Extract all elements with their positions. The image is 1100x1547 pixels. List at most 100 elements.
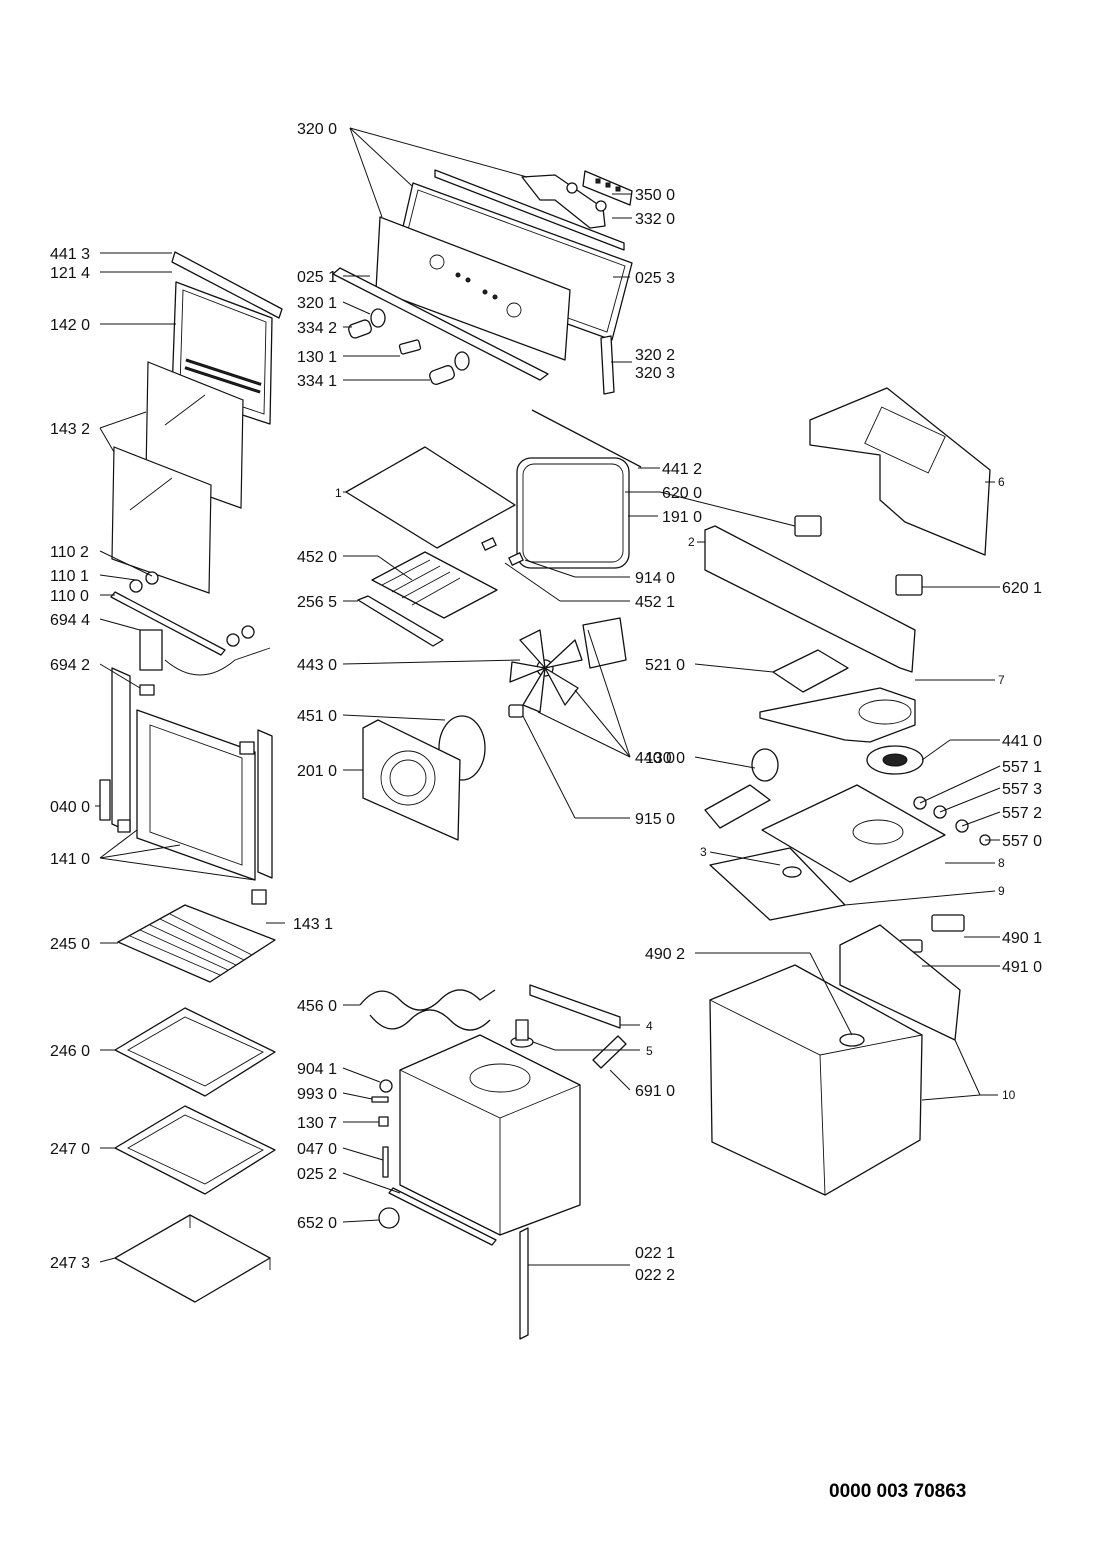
relay-board — [772, 649, 849, 693]
callout-620-0: 620 0 — [662, 485, 702, 502]
grill-element — [357, 537, 524, 647]
callout-130-1: 130 1 — [297, 349, 337, 366]
knobs — [348, 308, 470, 385]
callout-025-1: 025 1 — [297, 269, 337, 286]
callout-110-1: 110 1 — [50, 568, 89, 585]
callout-025-3: 025 3 — [635, 270, 675, 287]
callout-143-1: 143 1 — [293, 916, 333, 933]
callout-691-0: 691 0 — [635, 1083, 675, 1100]
callout-491-0: 491 0 — [1002, 959, 1042, 976]
callout-121-4: 121 4 — [50, 265, 90, 282]
front-bracket — [704, 525, 916, 673]
callout-441-3: 441 3 — [50, 246, 90, 263]
callout-7: 7 — [998, 673, 1005, 687]
panel-trim-strip — [332, 267, 549, 381]
callout-6: 6 — [998, 475, 1005, 489]
callout-452-1: 452 1 — [635, 594, 675, 611]
back-panel — [362, 715, 486, 841]
cavity-plates — [709, 784, 946, 921]
callout-8: 8 — [998, 856, 1005, 870]
callout-143-2: 143 2 — [50, 421, 90, 438]
document-number: 0000 003 70863 — [829, 1481, 967, 1502]
fan-cover — [759, 687, 924, 775]
callout-142-0: 142 0 — [50, 317, 90, 334]
callout-557-3: 557 3 — [1002, 781, 1042, 798]
callout-694-2: 694 2 — [50, 657, 90, 674]
callout-130-0: 130 0 — [645, 750, 685, 767]
callout-10: 10 — [1002, 1088, 1016, 1102]
callout-245-0: 245 0 — [50, 936, 90, 953]
lower-element — [359, 989, 496, 1031]
callout-246-0: 246 0 — [50, 1043, 90, 1060]
racks-trays — [114, 904, 276, 1303]
callout-022-2: 022 2 — [635, 1267, 675, 1284]
callout-350-0: 350 0 — [635, 187, 675, 204]
callout-247-0: 247 0 — [50, 1141, 90, 1158]
rear-electronics — [839, 914, 965, 1041]
callout-521-0: 521 0 — [645, 657, 685, 674]
thermostat-a — [794, 515, 822, 537]
callout-652-0: 652 0 — [297, 1215, 337, 1232]
callout-040-0: 040 0 — [50, 799, 90, 816]
callout-110-2: 110 2 — [50, 544, 89, 561]
door-glasses — [111, 361, 244, 594]
motor-unit — [704, 748, 779, 829]
callout-320-0: 320 0 — [297, 121, 337, 138]
control-panel-frame — [375, 169, 633, 361]
top-plate — [345, 409, 642, 569]
callout-201-0: 201 0 — [297, 763, 337, 780]
callout-557-2: 557 2 — [1002, 805, 1042, 822]
callout-022-1: 022 1 — [635, 1245, 675, 1262]
callout-110-0: 110 0 — [50, 588, 89, 605]
callout-130-7: 130 7 — [297, 1115, 337, 1132]
callout-191-0: 191 0 — [662, 509, 702, 526]
callout-1: 1 — [335, 486, 342, 500]
callout-490-1: 490 1 — [1002, 930, 1042, 947]
callout-141-0: 141 0 — [50, 851, 90, 868]
callout-247-3: 247 3 — [50, 1255, 90, 1272]
callout-labels: 320 0 350 0 332 0 441 3 121 4 025 1 025 … — [50, 121, 1042, 1284]
callout-025-2: 025 2 — [297, 1166, 337, 1183]
callout-441-0: 441 0 — [1002, 733, 1042, 750]
callout-915-0: 915 0 — [635, 811, 675, 828]
cooling-panel — [809, 387, 991, 556]
callout-2: 2 — [688, 535, 695, 549]
outer-casing — [709, 964, 923, 1196]
callout-332-0: 332 0 — [635, 211, 675, 228]
callout-320-3: 320 3 — [635, 365, 675, 382]
inner-door-frame — [99, 667, 273, 905]
callout-334-1: 334 1 — [297, 373, 337, 390]
callout-047-0: 047 0 — [297, 1141, 337, 1158]
hinge-module — [139, 629, 271, 696]
callout-3: 3 — [700, 845, 707, 859]
callout-451-0: 451 0 — [297, 708, 337, 725]
callout-694-4: 694 4 — [50, 612, 90, 629]
control-module — [521, 170, 633, 229]
part-drawings — [99, 169, 991, 1340]
callout-557-1: 557 1 — [1002, 759, 1042, 776]
thermostat-b — [895, 574, 923, 596]
callout-557-0: 557 0 — [1002, 833, 1042, 850]
callout-4: 4 — [646, 1019, 653, 1033]
callout-904-1: 904 1 — [297, 1061, 337, 1078]
callout-490-2: 490 2 — [645, 946, 685, 963]
callout-993-0: 993 0 — [297, 1086, 337, 1103]
callout-456-0: 456 0 — [297, 998, 337, 1015]
callout-914-0: 914 0 — [635, 570, 675, 587]
callout-256-5: 256 5 — [297, 594, 337, 611]
callout-443-0: 443 0 — [297, 657, 337, 674]
callout-441-2: 441 2 — [662, 461, 702, 478]
callout-320-2: 320 2 — [635, 347, 675, 364]
callout-9: 9 — [998, 884, 1005, 898]
callout-452-0: 452 0 — [297, 549, 337, 566]
callout-334-2: 334 2 — [297, 320, 337, 337]
callout-440-0: 440 0 — [635, 750, 675, 767]
callout-5: 5 — [646, 1044, 653, 1058]
side-rail — [519, 1227, 529, 1340]
cavity-small-parts — [371, 1035, 627, 1246]
callout-320-1: 320 1 — [297, 295, 337, 312]
door-seals — [110, 571, 255, 656]
oven-cavity — [399, 984, 621, 1236]
fan-assembly — [508, 617, 627, 718]
